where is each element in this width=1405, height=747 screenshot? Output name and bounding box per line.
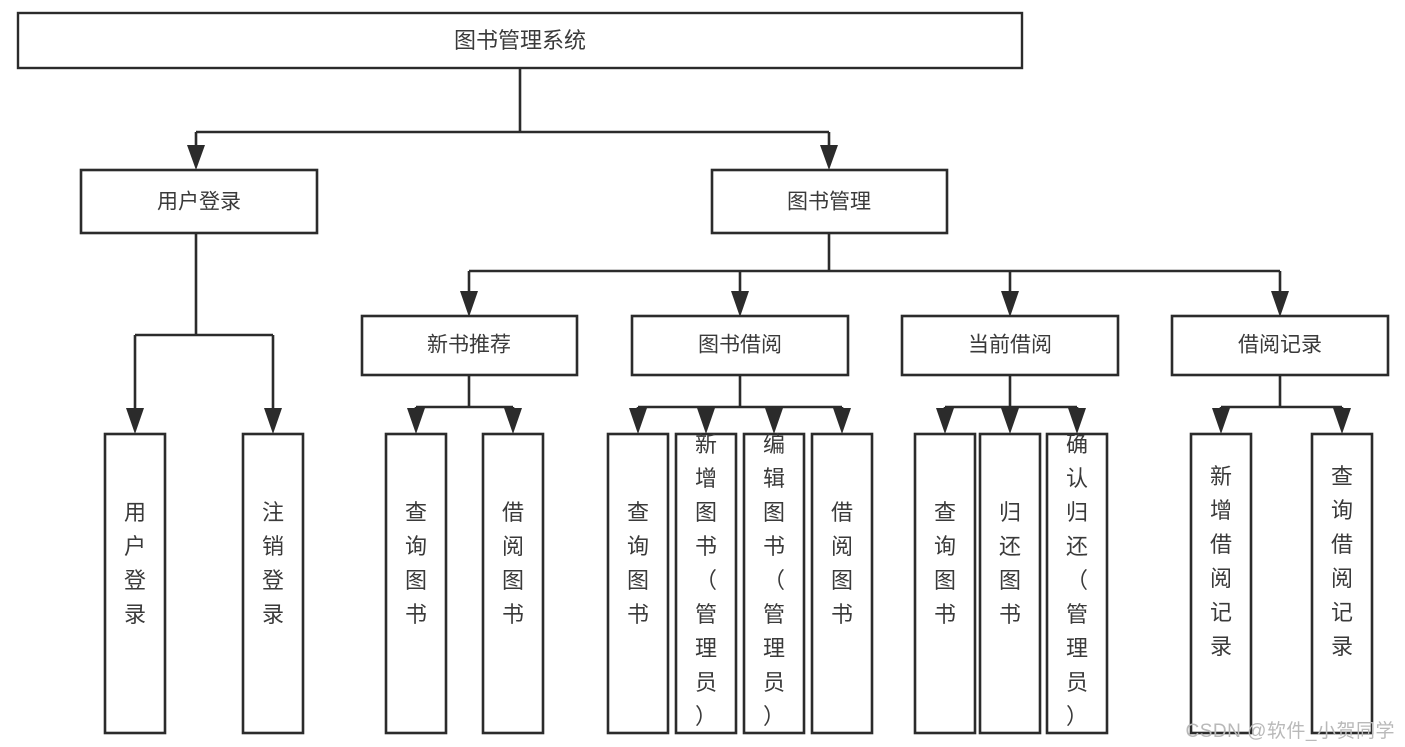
- arrow-head-leaf-edit-book: [765, 408, 783, 434]
- leaf-box-query-book-1[interactable]: [384, 432, 448, 735]
- leaf-box-add-book[interactable]: [674, 432, 738, 735]
- user-login-label: 用户登录: [157, 191, 241, 214]
- leaf-box-query-book-2[interactable]: [606, 432, 670, 735]
- leaf-node-confirm-return[interactable]: 确认归还（管理员）: [1045, 432, 1109, 735]
- arrow-head-book-borrow: [731, 291, 749, 317]
- arrow-head-leaf-query-book-2: [629, 408, 647, 434]
- leaf-node-return-book[interactable]: 归还图书: [978, 432, 1042, 735]
- leaf-box-borrow-book-2[interactable]: [810, 432, 874, 735]
- leaf-label-logout: 注销登录: [262, 500, 284, 627]
- leaf-label-borrow-book-2: 借阅图书: [831, 500, 853, 627]
- arrow-head-leaf-add-record: [1212, 408, 1230, 434]
- leaf-label-add-record: 新增借阅记录: [1210, 464, 1232, 659]
- node-borrow-record[interactable]: 借阅记录: [1170, 314, 1390, 377]
- node-current-borrow[interactable]: 当前借阅: [900, 314, 1120, 377]
- leaf-box-return-book[interactable]: [978, 432, 1042, 735]
- leaf-box-borrow-book-1[interactable]: [481, 432, 545, 735]
- leaf-node-add-record[interactable]: 新增借阅记录: [1189, 432, 1253, 735]
- arrow-head-leaf-query-book-3: [936, 408, 954, 434]
- new-book-recommend-box[interactable]: [360, 314, 579, 377]
- leaf-box-edit-book[interactable]: [742, 432, 806, 735]
- new-book-recommend-label: 新书推荐: [427, 334, 511, 357]
- leaf-box-logout[interactable]: [241, 432, 305, 735]
- leaf-label-query-record: 查询借阅记录: [1331, 464, 1353, 659]
- arrow-head-new-book-recommend: [460, 291, 478, 317]
- leaf-box-query-record[interactable]: [1310, 432, 1374, 735]
- borrow-record-label: 借阅记录: [1238, 334, 1322, 357]
- node-new-book-recommend[interactable]: 新书推荐: [360, 314, 579, 377]
- csdn-watermark: CSDN @软件_小贺同学: [1185, 721, 1395, 742]
- leaf-box-confirm-return[interactable]: [1045, 432, 1109, 735]
- arrow-head-book-manage: [820, 145, 838, 170]
- root-box[interactable]: [16, 11, 1024, 70]
- arrow-head-leaf-query-book-1: [407, 408, 425, 434]
- arrow-head-leaf-borrow-book-1: [504, 408, 522, 434]
- node-user-login[interactable]: 用户登录: [79, 168, 319, 235]
- leaf-node-logout[interactable]: 注销登录: [241, 432, 305, 735]
- arrow-head-borrow-record: [1271, 291, 1289, 317]
- book-borrow-label: 图书借阅: [698, 334, 782, 357]
- arrow-head-leaf-logout: [264, 408, 282, 434]
- arrow-head-leaf-user-login: [126, 408, 144, 434]
- leaf-node-user-login[interactable]: 用户登录: [103, 432, 167, 735]
- arrow-head-leaf-add-book: [697, 408, 715, 434]
- current-borrow-box[interactable]: [900, 314, 1120, 377]
- leaf-label-add-book: 新增图书（管理员）: [695, 432, 717, 729]
- leaf-node-query-book-2[interactable]: 查询图书: [606, 432, 670, 735]
- user-login-box[interactable]: [79, 168, 319, 235]
- leaf-label-borrow-book-1: 借阅图书: [502, 500, 524, 627]
- leaf-box-user-login[interactable]: [103, 432, 167, 735]
- arrow-head-current-borrow: [1001, 291, 1019, 317]
- book-borrow-box[interactable]: [630, 314, 850, 377]
- leaf-label-query-book-1: 查询图书: [405, 500, 427, 627]
- leaf-node-query-book-1[interactable]: 查询图书: [384, 432, 448, 735]
- leaf-node-query-book-3[interactable]: 查询图书: [913, 432, 977, 735]
- leaf-node-add-book[interactable]: 新增图书（管理员）: [674, 432, 738, 735]
- connectors: [126, 68, 1351, 434]
- arrow-head-leaf-confirm-return: [1068, 408, 1086, 434]
- leaf-label-query-book-2: 查询图书: [627, 500, 649, 627]
- leaf-node-borrow-book-2[interactable]: 借阅图书: [810, 432, 874, 735]
- leaf-label-user-login: 用户登录: [124, 500, 146, 627]
- node-book-borrow[interactable]: 图书借阅: [630, 314, 850, 377]
- arrow-head-leaf-query-record: [1333, 408, 1351, 434]
- node-root-system[interactable]: 图书管理系统: [16, 11, 1024, 70]
- node-book-manage[interactable]: 图书管理: [710, 168, 949, 235]
- leaf-node-edit-book[interactable]: 编辑图书（管理员）: [742, 432, 806, 735]
- arrow-head-leaf-return-book: [1001, 408, 1019, 434]
- leaf-node-borrow-book-1[interactable]: 借阅图书: [481, 432, 545, 735]
- borrow-record-box[interactable]: [1170, 314, 1390, 377]
- arrow-head-user-login: [187, 145, 205, 170]
- book-manage-box[interactable]: [710, 168, 949, 235]
- leaf-label-edit-book: 编辑图书（管理员）: [763, 432, 785, 729]
- arrow-head-leaf-borrow-book-2: [833, 408, 851, 434]
- current-borrow-label: 当前借阅: [968, 334, 1052, 357]
- root-label: 图书管理系统: [454, 28, 586, 53]
- leaf-label-query-book-3: 查询图书: [934, 500, 956, 627]
- leaf-box-add-record[interactable]: [1189, 432, 1253, 735]
- leaf-label-return-book: 归还图书: [999, 500, 1021, 627]
- leaf-label-confirm-return: 确认归还（管理员）: [1066, 432, 1088, 729]
- book-manage-label: 图书管理: [787, 191, 871, 214]
- leaf-node-query-record[interactable]: 查询借阅记录: [1310, 432, 1374, 735]
- leaf-box-query-book-3[interactable]: [913, 432, 977, 735]
